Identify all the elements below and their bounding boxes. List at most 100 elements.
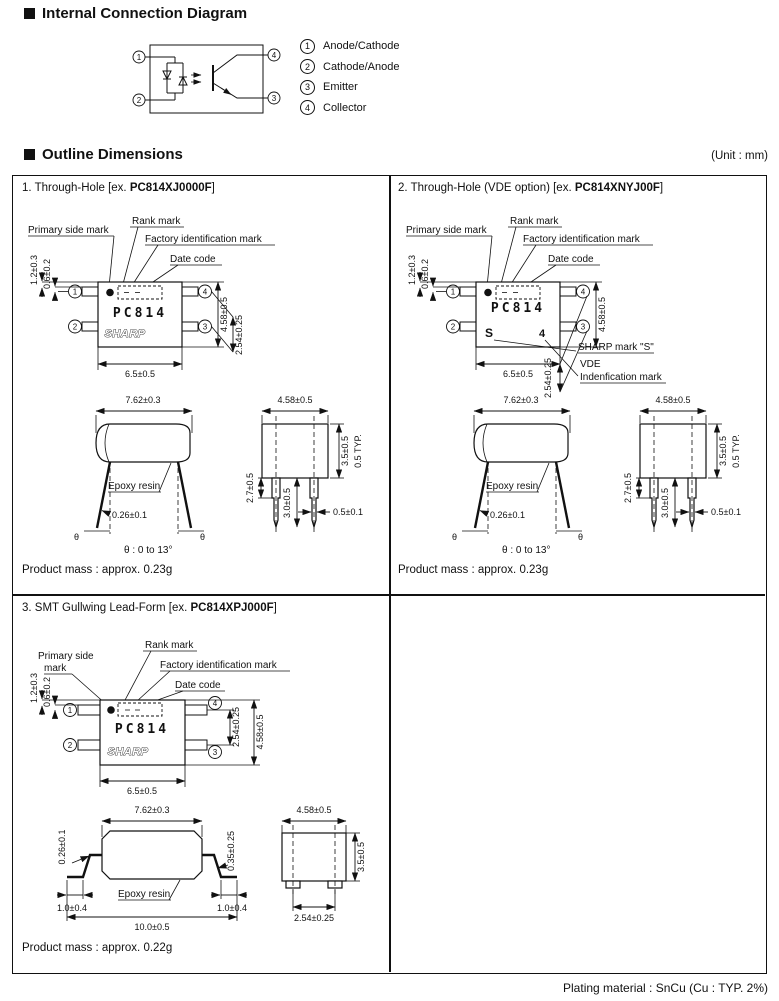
dim-0-5-typ-label: 0.5 TYP. bbox=[731, 434, 741, 468]
package-body-side-view bbox=[101, 830, 203, 880]
dim-3-5: 3.5±0.5 bbox=[346, 832, 366, 882]
section-bullet-icon bbox=[24, 149, 35, 160]
date-code-label: Date code bbox=[175, 680, 221, 691]
legend-item-cathode-anode: 2 Cathode/Anode bbox=[300, 57, 399, 78]
theta-right-label: θ bbox=[578, 532, 583, 542]
cell2-rank-mark-callout: Rank mark bbox=[500, 216, 562, 285]
cell3-heading: 3. SMT Gullwing Lead-Form [ex. PC814XPJ0… bbox=[22, 602, 277, 614]
dim-7-62: 7.62±0.3 bbox=[101, 805, 203, 837]
cell1-heading-suffix: ] bbox=[211, 182, 215, 194]
package-part-marking: PC814 bbox=[491, 301, 545, 316]
cell1-epoxy-resin-callout: Epoxy resin bbox=[108, 462, 172, 493]
pin2-pad bbox=[77, 739, 101, 751]
schematic-pin1-number: 1 bbox=[137, 53, 142, 62]
cell2-heading-suffix: ] bbox=[659, 182, 664, 194]
dim-2-54-label: 2.54±0.25 bbox=[543, 358, 553, 398]
dim-2-7-label: 2.7±0.5 bbox=[245, 473, 255, 503]
dim-0-6: 0.6±0.2 bbox=[42, 677, 59, 719]
cell2-heading-prefix: 2. Through-Hole (VDE option) [ex. bbox=[398, 182, 575, 194]
light-arrows-icon bbox=[191, 72, 202, 85]
pin2-number: 2 bbox=[451, 322, 456, 331]
dim-1-2: 1.2±0.3 bbox=[407, 255, 476, 297]
dim-0-6: 0.6±0.2 bbox=[420, 259, 437, 301]
rank-mark-area bbox=[495, 285, 541, 300]
dim-0-6-label: 0.6±0.2 bbox=[42, 677, 52, 707]
pin3-pad bbox=[184, 739, 208, 751]
cell1-part-number: PC814XJ0000F bbox=[129, 182, 212, 194]
dim-4-58-body: 4.58±0.5 bbox=[185, 699, 265, 766]
dim-0-26: 0.26±0.1 bbox=[101, 510, 147, 520]
vde-identification-mark: 4 bbox=[539, 328, 546, 340]
unit-note: (Unit : mm) bbox=[711, 150, 768, 162]
primary-side-mark-label-line2: mark bbox=[44, 663, 67, 674]
pin1-lead bbox=[81, 286, 99, 297]
pin3-function-label: Emitter bbox=[323, 81, 358, 94]
pin2-number: 2 bbox=[68, 741, 73, 750]
dim-2-7: 2.7±0.5 bbox=[245, 473, 274, 503]
dim-4-58-end: 4.58±0.5 bbox=[281, 805, 347, 833]
cell1-through-hole-drawing: Rank mark Primary side mark Factory iden… bbox=[28, 216, 363, 556]
dim-0-26-label: 0.26±0.1 bbox=[57, 830, 67, 865]
schematic-pin-1: 1 bbox=[132, 50, 150, 64]
cell2-through-hole-vde-drawing: Rank mark Primary side mark Factory iden… bbox=[406, 216, 741, 556]
dim-4-58-end-label: 4.58±0.5 bbox=[297, 805, 332, 815]
dim-4-58-end-label: 4.58±0.5 bbox=[656, 395, 691, 405]
cell1-rank-mark-callout: Rank mark bbox=[122, 216, 184, 285]
schematic-pin2-number: 2 bbox=[137, 96, 142, 105]
dim-7-62-label: 7.62±0.3 bbox=[126, 395, 161, 405]
dim-4-58-end-label: 4.58±0.5 bbox=[278, 395, 313, 405]
epoxy-resin-label: Epoxy resin bbox=[486, 481, 538, 492]
dim-10-0-label: 10.0±0.5 bbox=[135, 922, 170, 932]
cell2-date-code-callout: Date code bbox=[527, 254, 600, 285]
pin3-badge: 3 bbox=[300, 79, 315, 95]
pin-legend: 1 Anode/Cathode 2 Cathode/Anode 3 Emitte… bbox=[300, 36, 399, 118]
pin1-lead bbox=[459, 286, 477, 297]
dim-3-5-label: 3.5±0.5 bbox=[340, 436, 350, 466]
pin4-number: 4 bbox=[203, 287, 208, 296]
dim-3-0: 3.0±0.5 bbox=[282, 477, 301, 528]
dim-0-26-label: 0.26±0.1 bbox=[490, 510, 525, 520]
cell2-factory-id-mark-callout: Factory identification mark bbox=[510, 234, 653, 285]
dim-0-5-label: 0.5±0.1 bbox=[333, 507, 363, 517]
dim-1-2: 1.2±0.3 bbox=[29, 673, 100, 715]
date-code-label: Date code bbox=[170, 254, 216, 265]
pin2-lead bbox=[459, 321, 477, 332]
schematic-pin-4: 4 bbox=[263, 48, 281, 62]
dim-4-58-end: 4.58±0.5 bbox=[261, 395, 329, 423]
outline-table-border bbox=[12, 175, 767, 974]
rank-mark-label: Rank mark bbox=[510, 216, 559, 227]
cell3-side-view: 7.62±0.3 0.26±0.1 Epoxy resin 0.35±0.25 … bbox=[57, 805, 247, 932]
dim-2-54-label: 2.54±0.25 bbox=[234, 315, 244, 355]
pin3-lead bbox=[181, 321, 199, 332]
pin4-pad bbox=[184, 704, 208, 716]
dim-3-5: 3.5±0.5 bbox=[330, 423, 350, 479]
cell2-end-view: 4.58±0.5 3.5±0.5 0.5 TYP. 2.7±0.5 3.0±0.… bbox=[623, 395, 741, 532]
cell1-product-mass: Product mass : approx. 0.23g bbox=[22, 564, 173, 576]
dim-0-26: 0.26±0.1 bbox=[57, 830, 90, 865]
dim-2-54-label: 2.54±0.25 bbox=[231, 707, 241, 747]
right-gullwing-lead bbox=[202, 853, 237, 879]
dim-1-0-left: 1.0±0.4 bbox=[57, 880, 93, 913]
cell1-primary-side-mark-callout: Primary side mark bbox=[28, 225, 115, 288]
cell2-top-view: Rank mark Primary side mark Factory iden… bbox=[406, 216, 666, 398]
cell3-heading-suffix: ] bbox=[273, 602, 277, 614]
primary-side-mark-dot bbox=[106, 288, 114, 297]
dim-1-2-label: 1.2±0.3 bbox=[29, 673, 39, 703]
factory-identification-mark-label: Factory identification mark bbox=[523, 234, 641, 245]
right-lead bbox=[176, 461, 193, 529]
schematic-pin4-number: 4 bbox=[272, 51, 277, 60]
pin4-lead bbox=[559, 286, 577, 297]
schematic-pin3-number: 3 bbox=[272, 94, 277, 103]
end-view-left-pin bbox=[649, 477, 659, 530]
dim-3-5: 3.5±0.5 bbox=[708, 423, 728, 479]
rank-mark-area bbox=[117, 702, 163, 717]
cell3-top-view: Primary side mark Rank mark Factory iden… bbox=[29, 640, 290, 796]
dim-3-0-label: 3.0±0.5 bbox=[660, 488, 670, 518]
sharp-mark-s-label: SHARP mark "S" bbox=[578, 342, 654, 353]
pin2-number: 2 bbox=[73, 322, 78, 331]
cell3-factory-id-mark-callout: Factory identification mark bbox=[135, 660, 290, 703]
dim-1-2: 1.2±0.3 bbox=[29, 255, 98, 297]
end-view-right-pin bbox=[687, 477, 697, 530]
pin4-badge: 4 bbox=[300, 100, 315, 116]
cell1-top-view: Rank mark Primary side mark Factory iden… bbox=[28, 216, 275, 379]
